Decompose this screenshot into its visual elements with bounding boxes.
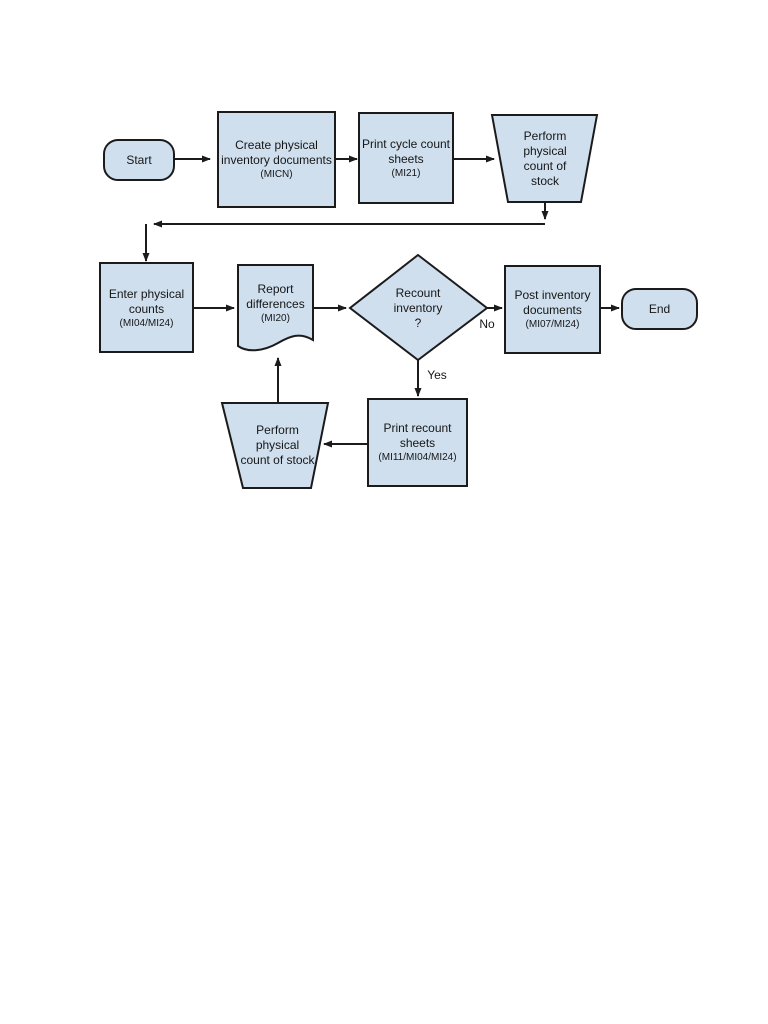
print-recount-sheets-node [367, 398, 468, 487]
create-documents-node [217, 111, 336, 208]
report-differences-node [237, 264, 314, 352]
end-node [621, 288, 698, 330]
enter-counts-node [99, 262, 194, 353]
post-documents-node [504, 265, 601, 354]
recount-decision-node [348, 253, 489, 362]
perform-count-1-node [490, 114, 599, 203]
print-cycle-sheets-node [358, 112, 454, 204]
perform-count-2-node [220, 402, 330, 489]
start-node [103, 139, 175, 181]
